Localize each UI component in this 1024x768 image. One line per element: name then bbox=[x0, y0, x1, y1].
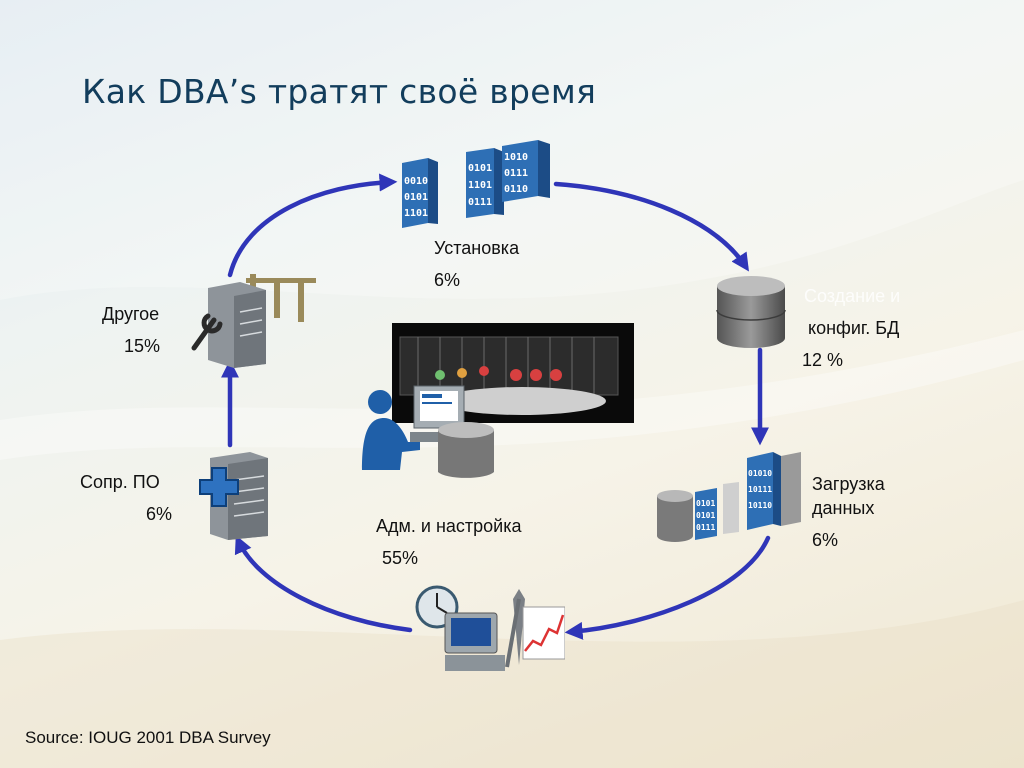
svg-text:0101: 0101 bbox=[468, 163, 492, 174]
svg-text:10110: 10110 bbox=[748, 501, 772, 510]
svg-text:0101: 0101 bbox=[404, 192, 428, 203]
svg-text:0111: 0111 bbox=[504, 168, 528, 179]
label-install-name: Установка bbox=[434, 238, 520, 258]
arrow-admin-to-support bbox=[234, 535, 413, 633]
svg-text:0101: 0101 bbox=[696, 499, 715, 508]
user-console-icon bbox=[362, 385, 494, 478]
svg-text:01010: 01010 bbox=[748, 469, 772, 478]
arrow-other-to-install bbox=[227, 173, 398, 278]
svg-text:1101: 1101 bbox=[468, 180, 492, 191]
label-support: Сопр. ПО 6% bbox=[80, 466, 172, 530]
source-note: Source: IOUG 2001 DBA Survey bbox=[25, 728, 271, 747]
svg-text:10111: 10111 bbox=[748, 485, 772, 494]
admin-tools-icon bbox=[415, 585, 565, 671]
label-other-name: Другое bbox=[102, 304, 160, 324]
database-icon bbox=[716, 276, 786, 348]
label-other: Другое 15% bbox=[102, 298, 160, 362]
label-load-name: Загрузка bbox=[812, 474, 885, 494]
label-admin-value: 55% bbox=[382, 548, 419, 568]
label-install-value: 6% bbox=[434, 270, 461, 290]
label-load-value: 6% bbox=[812, 530, 839, 550]
label-support-name: Сопр. ПО bbox=[80, 472, 160, 492]
label-config: конфиг. БД 12 % bbox=[802, 312, 900, 376]
label-admin: Адм. и настройка 55% bbox=[376, 510, 522, 574]
svg-text:1101: 1101 bbox=[404, 208, 428, 219]
arrow-install-to-config bbox=[553, 181, 749, 272]
label-load: Загрузка данных 6% bbox=[812, 468, 885, 556]
svg-text:0010: 0010 bbox=[404, 176, 428, 187]
arrow-load-to-admin bbox=[564, 535, 771, 640]
label-config-name: конфиг. БД bbox=[808, 318, 900, 338]
svg-text:0111: 0111 bbox=[696, 523, 715, 532]
binary-servers-icon: 0010 0101 1101 0101 1101 0111 1010 0111 0110 bbox=[402, 140, 550, 228]
slide-title: Как DBA’s тратят своё время bbox=[82, 72, 597, 111]
server-wrench-icon bbox=[191, 274, 316, 368]
label-config-value: 12 % bbox=[802, 350, 844, 370]
label-install: Установка 6% bbox=[434, 232, 519, 296]
label-config-hidden: Создание и bbox=[804, 286, 901, 306]
svg-text:0101: 0101 bbox=[696, 511, 715, 520]
svg-text:1010: 1010 bbox=[504, 152, 528, 163]
svg-text:0111: 0111 bbox=[468, 197, 492, 208]
svg-text:0110: 0110 bbox=[504, 184, 528, 195]
label-admin-name: Адм. и настройка bbox=[376, 516, 522, 536]
label-other-value: 15% bbox=[124, 336, 161, 356]
label-load-name-2: данных bbox=[812, 498, 875, 518]
data-load-servers-icon: 0101 0101 0111 01010 10111 10110 bbox=[657, 452, 801, 542]
label-support-value: 6% bbox=[146, 504, 173, 524]
server-plus-icon bbox=[199, 452, 268, 540]
